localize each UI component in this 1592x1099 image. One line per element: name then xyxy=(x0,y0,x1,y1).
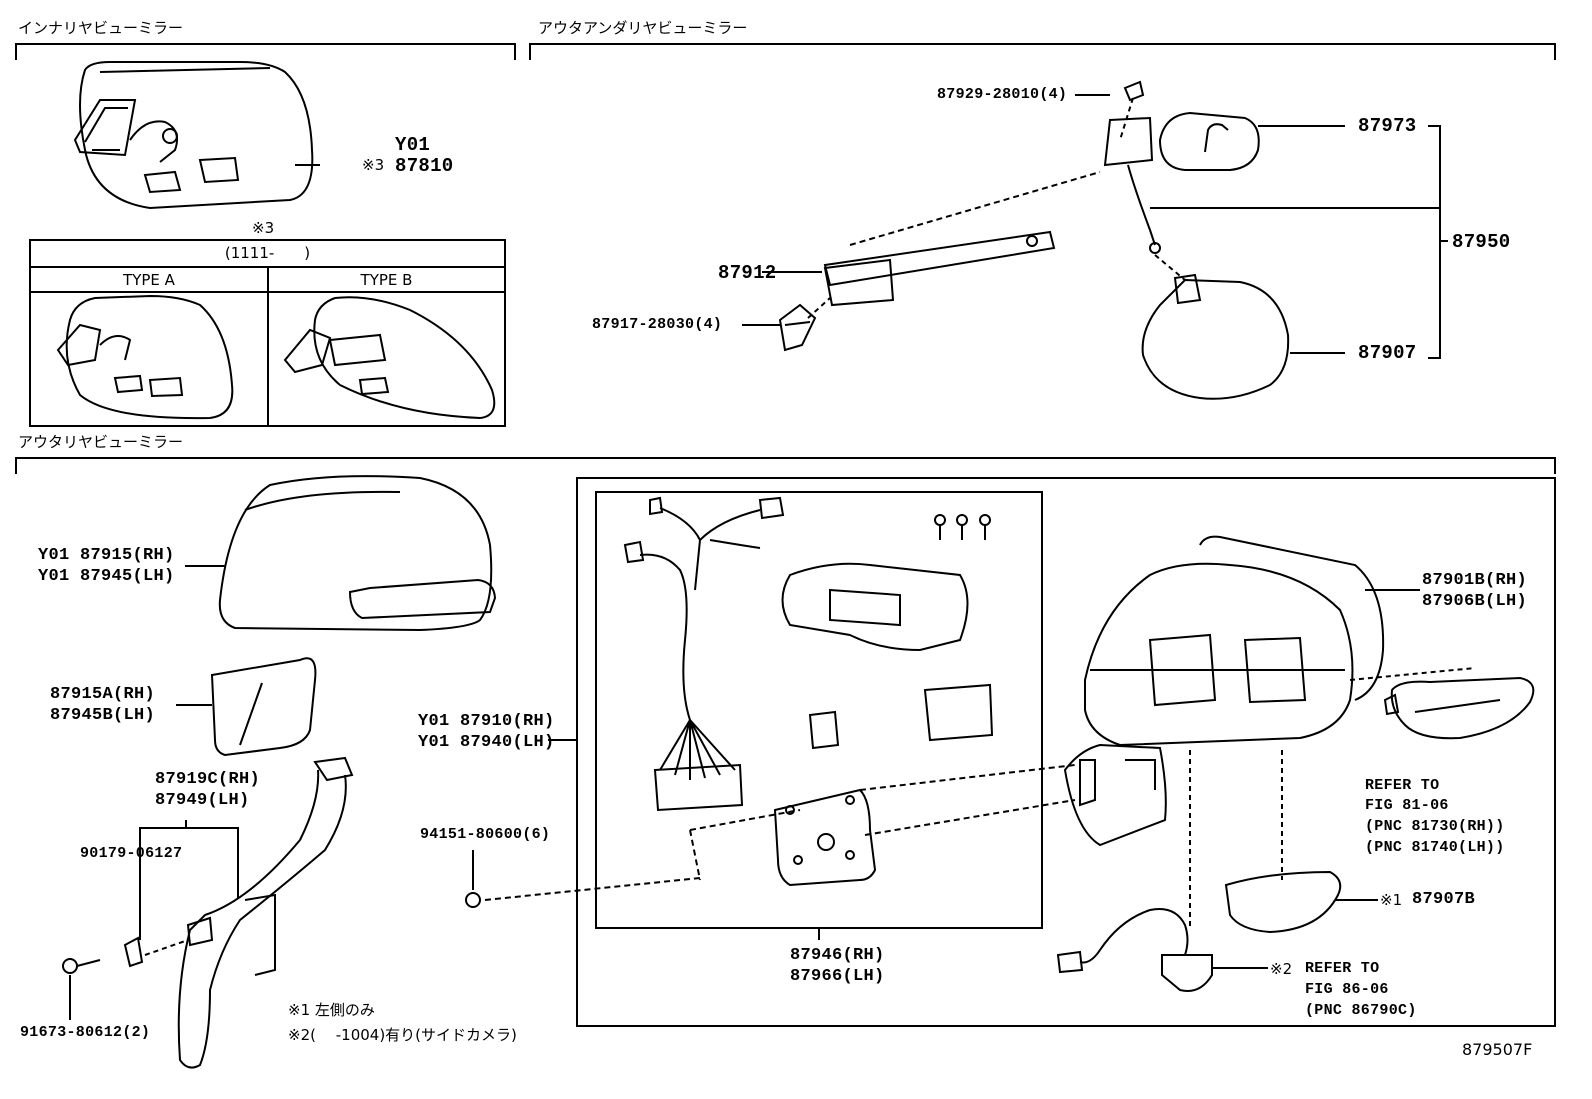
refer-1-line-2: FIG 81-06 xyxy=(1365,797,1449,814)
camera-illustration xyxy=(1056,908,1213,992)
mark-2: ※2 xyxy=(1270,960,1293,978)
outer-assembly-box xyxy=(576,477,1556,1027)
label-87919c-rh: 87919C(RH) xyxy=(155,770,261,789)
refer-2-line-1: REFER TO xyxy=(1305,960,1380,977)
section-bracket-inner xyxy=(15,43,516,60)
mark-1: ※1 xyxy=(1380,891,1403,909)
note-2: ※2( -1004)有り(サイドカメラ) xyxy=(288,1026,517,1044)
screw-illustration xyxy=(62,958,101,974)
label-90179: 90179-06127 xyxy=(80,845,183,862)
label-87901b-rh: 87901B(RH) xyxy=(1422,571,1528,590)
label-87810: 87810 xyxy=(395,155,454,177)
refer-1-line-3: (PNC 81730(RH)) xyxy=(1365,818,1505,835)
label-87910-rh: Y01 87910(RH) xyxy=(418,712,555,731)
section-title-outer-mirror: アウタリヤビューミラー xyxy=(18,433,184,451)
under-mirror-illustration xyxy=(778,80,1290,400)
label-87940-lh: Y01 87940(LH) xyxy=(418,733,555,752)
label-87950: 87950 xyxy=(1452,231,1511,253)
arm-cover-illustration xyxy=(177,756,354,1069)
inner-mirror-illustration xyxy=(73,61,320,210)
mirror-housing-illustration xyxy=(1063,535,1476,930)
label-94151: 94151-80600(6) xyxy=(420,826,551,843)
refer-1-line-4: (PNC 81740(LH)) xyxy=(1365,839,1505,856)
type-b-mirror-illustration xyxy=(283,296,496,420)
label-87973: 87973 xyxy=(1358,115,1417,137)
table-header: (1111- ) xyxy=(224,244,311,262)
bracket-87950 xyxy=(1150,125,1448,359)
label-91673: 91673-80612(2) xyxy=(20,1024,151,1041)
mount-plate-illustration xyxy=(484,764,1076,901)
section-title-inner-mirror: インナリヤビューミラー xyxy=(18,19,184,37)
label-87917: 87917-28030(4) xyxy=(592,316,723,333)
refer-2-line-2: FIG 86-06 xyxy=(1305,981,1389,998)
clip-illustration xyxy=(123,936,144,968)
label-87907b: 87907B xyxy=(1412,890,1476,909)
label-87906b-lh: 87906B(LH) xyxy=(1422,592,1528,611)
section-title-outer-under-mirror: アウタアンダリヤビューミラー xyxy=(538,19,748,37)
label-87915a-rh: 87915A(RH) xyxy=(50,685,156,704)
label-87915-rh: Y01 87915(RH) xyxy=(38,546,175,565)
wire-harness-illustration xyxy=(623,496,785,812)
turn-lamp-illustration xyxy=(1383,676,1535,740)
label-87945b-lh: 87945B(LH) xyxy=(50,706,156,725)
type-a-mirror-illustration xyxy=(56,294,234,420)
motor-illustration xyxy=(781,514,994,750)
nut-illustration xyxy=(465,892,481,908)
label-87946-rh: 87946(RH) xyxy=(790,946,885,965)
label-87966-lh: 87966(LH) xyxy=(790,967,885,986)
label-y01-inner: Y01 xyxy=(395,134,431,156)
mirror-glass-illustration xyxy=(210,657,317,757)
label-87945-lh: Y01 87945(LH) xyxy=(38,567,175,586)
table-col-type-a: TYPE A xyxy=(123,271,175,289)
refer-2-line-3: (PNC 86790C) xyxy=(1305,1002,1417,1019)
label-87949-lh: 87949(LH) xyxy=(155,791,250,810)
refer-1-line-1: REFER TO xyxy=(1365,777,1440,794)
type-table xyxy=(29,239,506,427)
under-cover-illustration xyxy=(1224,870,1342,934)
section-bracket-under xyxy=(529,43,1556,60)
figure-id: 879507F xyxy=(1462,1040,1533,1059)
label-87912: 87912 xyxy=(718,262,777,284)
mark-3-inner: ※3 xyxy=(362,156,385,174)
table-col-type-b: TYPE B xyxy=(360,271,413,289)
table-mark: ※3 xyxy=(252,219,275,237)
note-1: ※1 左側のみ xyxy=(288,1001,375,1019)
label-87907: 87907 xyxy=(1358,342,1417,364)
section-bracket-outer xyxy=(15,457,1556,474)
mirror-cover-illustration xyxy=(218,475,497,632)
label-87929: 87929-28010(4) xyxy=(937,86,1068,103)
